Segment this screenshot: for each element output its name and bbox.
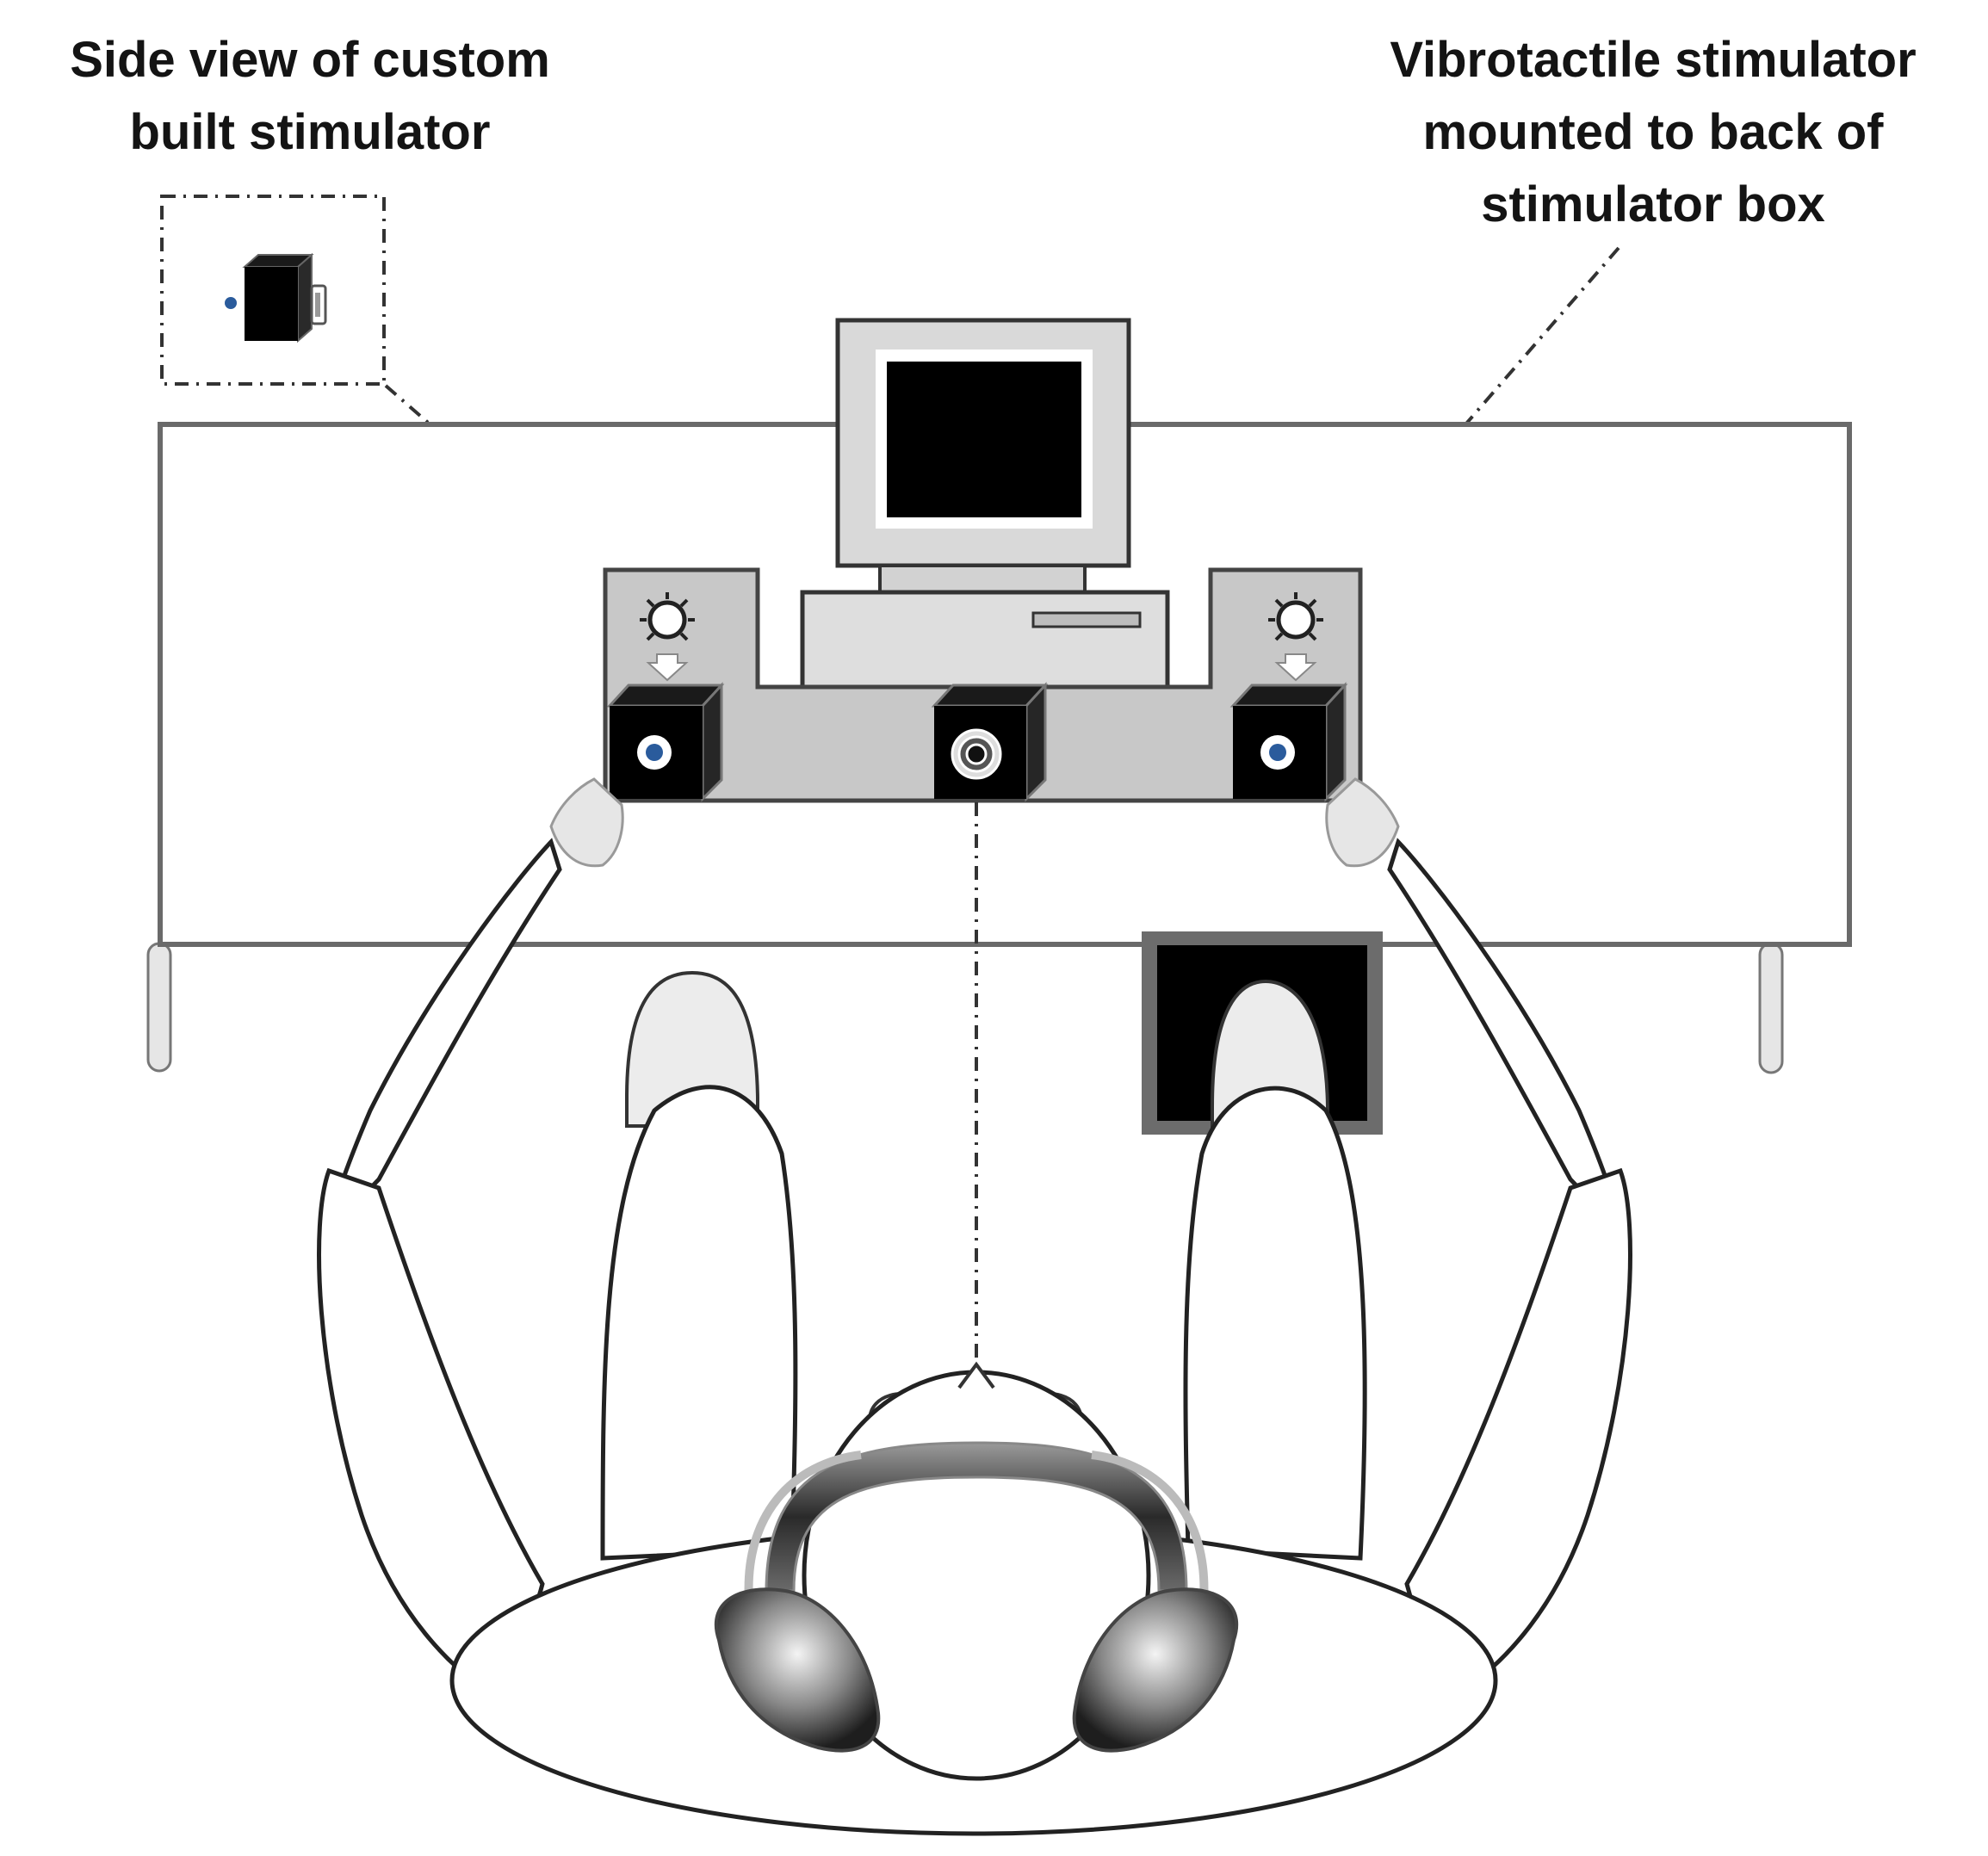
- vibration-motor-icon: [640, 592, 695, 682]
- side-view-stimulator-icon: [225, 252, 327, 343]
- stimulator-cube-left: [606, 682, 725, 802]
- vibration-motor-icon: [1268, 592, 1323, 682]
- callout-side-view-line-1: Side view of custom: [70, 32, 550, 88]
- callout-vibrotactile-line-2: mounted to back of: [1422, 104, 1884, 160]
- stimulator-cube-right: [1229, 682, 1348, 802]
- headphones-icon: [714, 1441, 1239, 1753]
- callout-side-view-line-2: built stimulator: [129, 104, 491, 160]
- camera-lens-icon: [931, 682, 1049, 802]
- right-arm: [1325, 777, 1632, 1691]
- desktop-computer-icon: [800, 590, 1170, 691]
- right-leg: [1183, 1086, 1367, 1561]
- callout-vibrotactile: Vibrotactile stimulator mounted to back …: [1317, 24, 1988, 241]
- side-view-inset: [160, 195, 386, 386]
- left-leg: [600, 1085, 798, 1561]
- left-arm: [317, 777, 624, 1691]
- callout-vibrotactile-line-3: stimulator box: [1481, 176, 1825, 232]
- monitor-on-desk: [835, 318, 1131, 597]
- callout-side-view: Side view of custom built stimulator: [0, 24, 620, 169]
- stimulator-box: [603, 567, 1363, 803]
- callout-vibrotactile-line-1: Vibrotactile stimulator: [1390, 32, 1917, 88]
